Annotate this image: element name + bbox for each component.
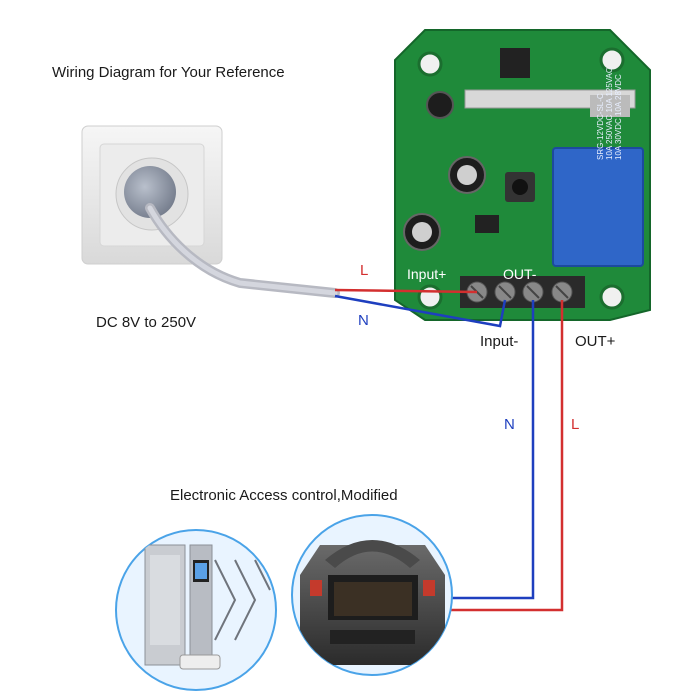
relay-rating-text: SRG-12VDC-SL-C 10A 250VAC 10A 125VAC 10A… [596,60,623,160]
neutral-wire-label-top: N [358,312,369,329]
relay-text-line-3: 10A 30VDC 10A 28VDC [614,74,623,160]
wall-socket-icon [81,125,340,298]
supply-label: DC 8V to 250V [96,314,197,331]
page-title: Wiring Diagram for Your Reference [52,64,285,81]
car-trunk-icon [291,514,453,676]
terminal-out-minus-label: OUT- [503,266,537,282]
load-caption: Electronic Access control,Modified [170,487,398,504]
terminal-input-minus-label: Input- [480,333,519,350]
live-wire-label-top: L [360,262,369,279]
wires [334,288,564,612]
relay-module-icon [394,29,651,321]
live-wire-label-down: L [571,416,580,433]
relay-text-line-1: SRG-12VDC-SL-C [596,93,605,160]
terminal-out-plus-label: OUT+ [575,333,616,350]
gate-icon [115,529,277,691]
neutral-wire-label-down: N [504,416,515,433]
terminal-input-plus-label: Input+ [407,266,447,282]
relay-text-line-2: 10A 250VAC 10A 125VAC [605,67,614,160]
